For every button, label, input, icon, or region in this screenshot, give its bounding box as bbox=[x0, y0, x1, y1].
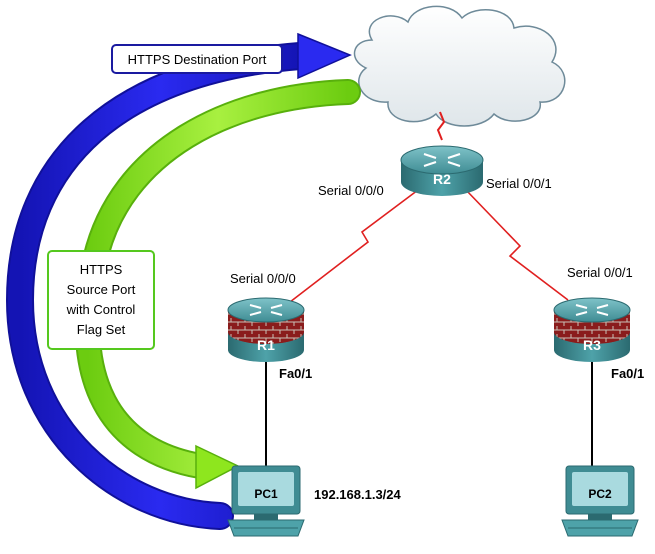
r2-r1-serial-link bbox=[289, 189, 419, 303]
pc1-computer bbox=[227, 465, 305, 537]
r2-serial-000-label: Serial 0/0/0 bbox=[318, 183, 384, 198]
https-destination-arrow bbox=[5, 32, 352, 530]
router-r3 bbox=[553, 297, 631, 362]
r3-label: R3 bbox=[583, 337, 601, 353]
r2-r3-serial-link bbox=[465, 189, 569, 301]
pc2-label: PC2 bbox=[588, 487, 612, 501]
r3-fa01-label: Fa0/1 bbox=[611, 366, 645, 381]
pc1-label: PC1 bbox=[254, 487, 278, 501]
source-port-line-2: Source Port bbox=[66, 282, 136, 297]
r1-label: R1 bbox=[257, 337, 275, 353]
r2-label: R2 bbox=[433, 171, 451, 187]
r1-serial-000-label: Serial 0/0/0 bbox=[230, 271, 296, 286]
source-port-line-3: with Control bbox=[66, 302, 136, 317]
source-port-line-4: Flag Set bbox=[76, 322, 126, 337]
destination-port-callout: HTTPS Destination Port bbox=[111, 44, 283, 74]
pc1-ip-label: 192.168.1.3/24 bbox=[314, 487, 401, 502]
internet-cloud bbox=[353, 5, 566, 127]
r2-serial-001-label: Serial 0/0/1 bbox=[486, 176, 552, 191]
router-r1 bbox=[227, 297, 305, 362]
cloud-r2-link bbox=[436, 111, 446, 141]
r1-fa01-label: Fa0/1 bbox=[279, 366, 313, 381]
router-r2 bbox=[400, 145, 484, 196]
destination-port-text: HTTPS Destination Port bbox=[127, 51, 267, 67]
pc2-computer bbox=[561, 465, 639, 537]
r3-serial-001-label: Serial 0/0/1 bbox=[567, 265, 633, 280]
source-port-callout: HTTPS Source Port with Control Flag Set bbox=[47, 250, 155, 350]
source-port-line-1: HTTPS bbox=[79, 262, 123, 277]
